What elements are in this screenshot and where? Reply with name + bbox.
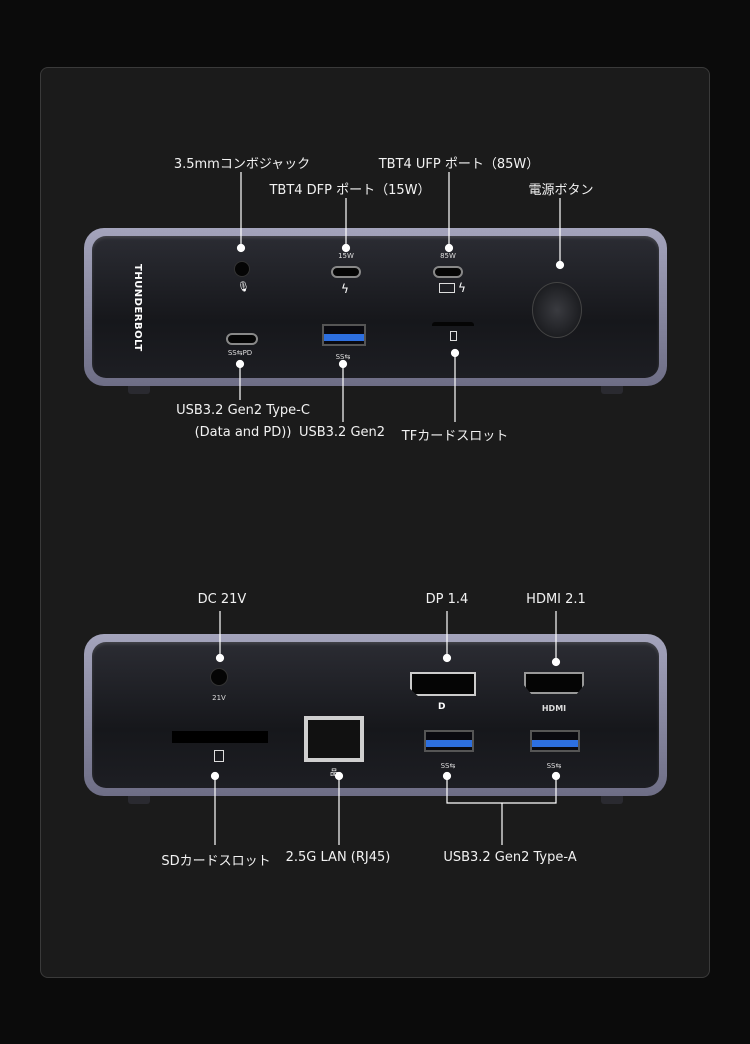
hdmi-logo: HDMI [541, 704, 567, 713]
label-dp: DP 1.4 [425, 592, 469, 607]
tf-card-slot [432, 322, 474, 326]
ss-usb-icon: SS⇆ [335, 353, 351, 361]
displayport-icon: D [438, 702, 446, 712]
dock-rear-panel: 21V 品 D HDMI SS⇆ SS⇆ [84, 634, 667, 804]
hdmi-port [524, 672, 584, 694]
label-usb-a-rear: USB3.2 Gen2 Type-A [443, 850, 577, 865]
label-audio-jack: 3.5mmコンボジャック [173, 157, 311, 172]
tf-card-icon [450, 331, 457, 341]
ufp-power-mark: 85W [440, 252, 456, 260]
laptop-charge-icon [439, 283, 455, 293]
label-tbt4-dfp: TBT4 DFP ポート（15W） [269, 183, 431, 198]
label-usb-c: USB3.2 Gen2 Type-C [176, 403, 310, 418]
usb-c-port [226, 333, 258, 345]
ss-usb-icon: SS⇆ [546, 762, 562, 770]
label-sd-slot: SDカードスロット [161, 854, 271, 869]
usb-a-port-1 [424, 730, 474, 752]
thunderbolt-logo: THUNDERBOLT [132, 264, 143, 352]
label-dc: DC 21V [197, 592, 247, 607]
sd-card-slot [172, 731, 268, 743]
dock-front-panel: THUNDERBOLT 🎙 15W ϟ 85W ϟ SS⇆PD SS⇆ [84, 228, 667, 394]
dc-voltage-mark: 21V [212, 694, 226, 702]
rj45-lan-port [304, 716, 364, 762]
sd-card-icon [214, 750, 224, 762]
thunderbolt-icon: ϟ [341, 282, 349, 296]
label-usb-a: USB3.2 Gen2 [298, 425, 386, 440]
tbt4-ufp-port [433, 266, 463, 278]
ss-pd-mark: SS⇆PD [227, 349, 253, 357]
ss-usb-icon: SS⇆ [440, 762, 456, 770]
usb-a-port-2 [530, 730, 580, 752]
dfp-power-mark: 15W [338, 252, 354, 260]
background-panel [40, 67, 710, 978]
thunderbolt-icon: ϟ [458, 281, 466, 295]
displayport-port [410, 672, 476, 696]
label-power-button: 電源ボタン [528, 183, 594, 198]
label-hdmi: HDMI 2.1 [526, 592, 586, 607]
label-tbt4-ufp: TBT4 UFP ポート（85W） [378, 157, 540, 172]
label-lan: 2.5G LAN (RJ45) [285, 850, 391, 865]
network-icon: 品 [330, 768, 338, 777]
label-usb-c-detail: (Data and PD)) [194, 425, 292, 440]
usb-a-port [322, 324, 366, 346]
headset-icon: 🎙 [237, 282, 250, 293]
audio-jack [234, 261, 250, 277]
label-tf-slot: TFカードスロット [401, 429, 509, 444]
power-button[interactable] [532, 282, 582, 338]
tbt4-dfp-port [331, 266, 361, 278]
dc-jack [210, 668, 228, 686]
